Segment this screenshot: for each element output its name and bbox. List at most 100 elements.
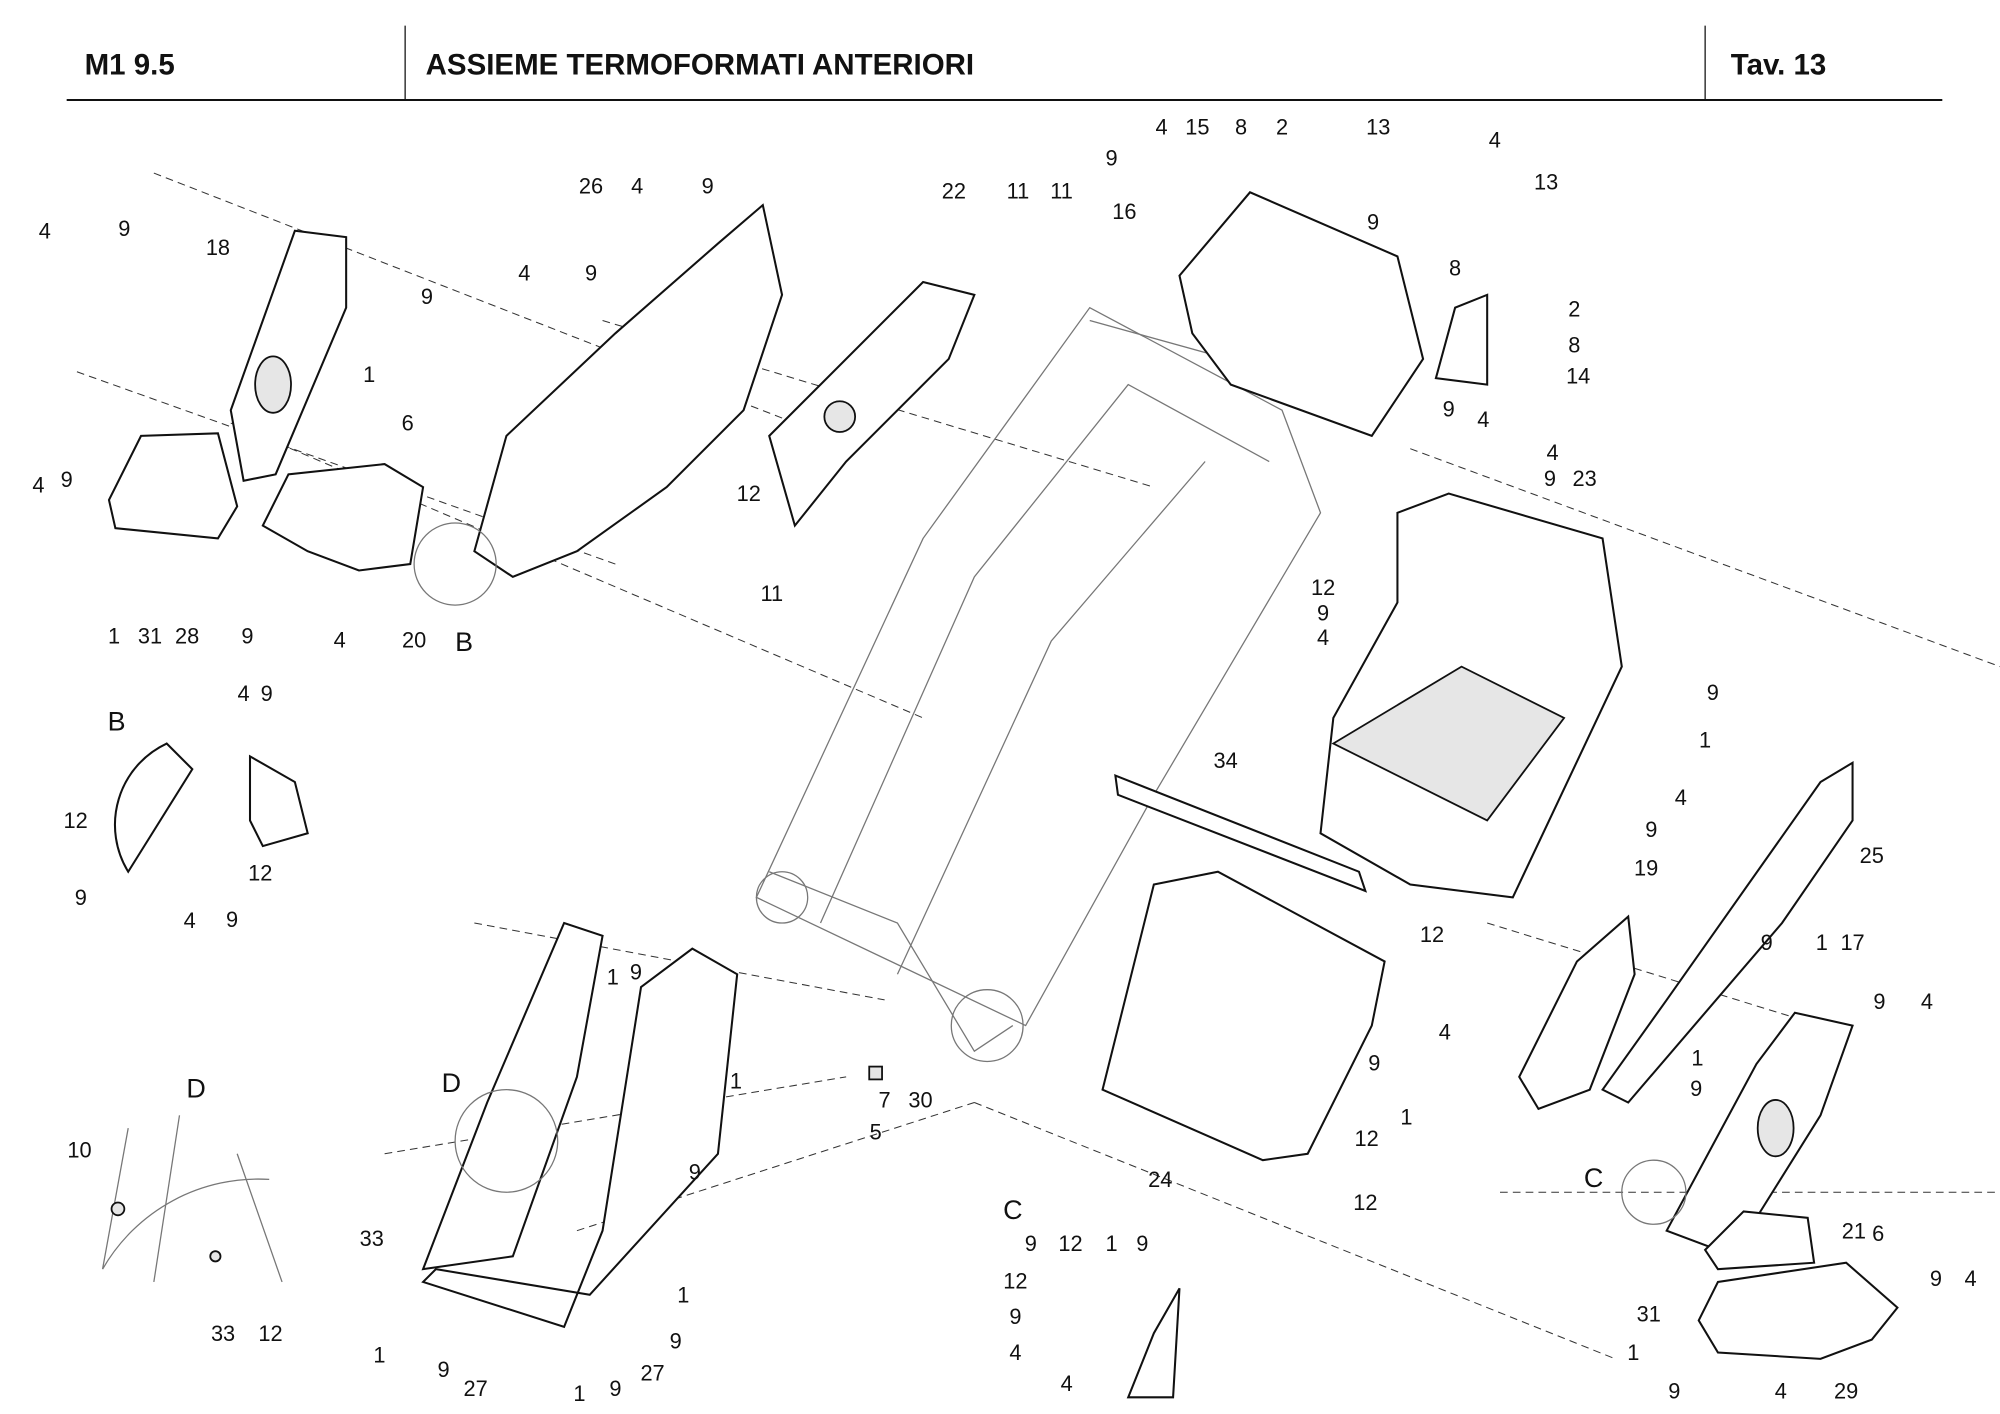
callout-number: 4 bbox=[32, 472, 44, 497]
callout-number: 4 bbox=[518, 261, 530, 286]
callout-number: 14 bbox=[1566, 363, 1590, 388]
callout-number: 9 bbox=[438, 1357, 450, 1382]
callout-number: 8 bbox=[1568, 333, 1580, 358]
callout-number: 1 bbox=[573, 1381, 585, 1406]
detail-label: B bbox=[455, 627, 473, 657]
detail-b bbox=[114, 742, 309, 874]
callout-number: 9 bbox=[1707, 680, 1719, 705]
callout-number: 25 bbox=[1860, 843, 1884, 868]
callout-number: 12 bbox=[64, 808, 88, 833]
part-29 bbox=[1697, 1261, 1899, 1360]
callout-number: 1 bbox=[373, 1343, 385, 1368]
callout-number: 12 bbox=[1355, 1126, 1379, 1151]
callout-number: 11 bbox=[1050, 179, 1073, 204]
callout-number: 9 bbox=[1009, 1304, 1021, 1329]
callout-number: 9 bbox=[118, 216, 130, 241]
callout-number: 9 bbox=[1544, 466, 1556, 491]
table-number: Tav. 13 bbox=[1731, 48, 1827, 81]
callout-number: 5 bbox=[870, 1120, 882, 1145]
callout-number: 1 bbox=[1816, 930, 1828, 955]
callout-number: 4 bbox=[1061, 1371, 1073, 1396]
callout-number: 9 bbox=[1136, 1231, 1148, 1256]
detail-d-marker bbox=[454, 1089, 559, 1193]
callout-number: 12 bbox=[1058, 1231, 1082, 1256]
callout-number: 9 bbox=[226, 907, 238, 932]
callout-number: 4 bbox=[1009, 1340, 1021, 1365]
callout-number: 19 bbox=[1634, 856, 1658, 881]
callout-number: 31 bbox=[138, 624, 162, 649]
callout-number: 9 bbox=[1873, 989, 1885, 1014]
callout-number: 9 bbox=[689, 1159, 701, 1184]
title-block: M1 9.5 ASSIEME TERMOFORMATI ANTERIORI Ta… bbox=[66, 25, 1943, 102]
callout-number: 4 bbox=[1547, 440, 1559, 465]
callout-number: 4 bbox=[1477, 407, 1489, 432]
callout-number: 12 bbox=[1311, 575, 1335, 600]
callout-number: 17 bbox=[1840, 930, 1864, 955]
callout-number: 4 bbox=[334, 627, 346, 652]
detail-label: C bbox=[1003, 1195, 1022, 1225]
detail-label: B bbox=[108, 707, 126, 737]
callout-number: 9 bbox=[421, 284, 433, 309]
callout-number: 9 bbox=[75, 885, 87, 910]
callout-number: 20 bbox=[402, 627, 426, 652]
callout-number: 9 bbox=[1317, 600, 1329, 625]
callout-number: 9 bbox=[1668, 1379, 1680, 1404]
callout-number: 9 bbox=[609, 1376, 621, 1401]
callout-number: 30 bbox=[908, 1088, 932, 1113]
callout-number: 12 bbox=[737, 481, 761, 506]
callout-number: 1 bbox=[1400, 1104, 1412, 1129]
callout-number: 1 bbox=[730, 1068, 742, 1093]
part-18 bbox=[229, 229, 348, 482]
callout-number: 31 bbox=[1637, 1302, 1661, 1327]
part-28 bbox=[107, 432, 239, 540]
callout-number: 9 bbox=[1025, 1231, 1037, 1256]
callout-number: 27 bbox=[464, 1376, 488, 1401]
callout-number: 33 bbox=[360, 1226, 384, 1251]
callout-number: 9 bbox=[1761, 930, 1773, 955]
callout-number: 7 bbox=[879, 1088, 891, 1113]
callout-number: 9 bbox=[61, 467, 73, 492]
callout-number: 11 bbox=[1007, 179, 1030, 204]
callout-number: 9 bbox=[630, 959, 642, 984]
callout-number: 34 bbox=[1214, 748, 1238, 773]
callout-number: 28 bbox=[175, 624, 199, 649]
callout-number: 1 bbox=[677, 1282, 689, 1307]
callout-number: 12 bbox=[258, 1321, 282, 1346]
callout-number: 4 bbox=[1775, 1379, 1787, 1404]
callout-number: 10 bbox=[67, 1138, 91, 1163]
callout-number: 9 bbox=[1443, 397, 1455, 422]
detail-d bbox=[101, 1115, 283, 1283]
callout-number: 1 bbox=[1627, 1340, 1639, 1365]
part-27 bbox=[421, 947, 739, 1329]
callout-number: 13 bbox=[1534, 170, 1558, 195]
callout-number: 9 bbox=[261, 681, 273, 706]
callout-number: 15 bbox=[1185, 115, 1209, 140]
callout-number: 21 bbox=[1842, 1218, 1866, 1243]
part-26 bbox=[473, 203, 784, 579]
callout-number: 12 bbox=[1353, 1190, 1377, 1215]
callout-number: 16 bbox=[1112, 199, 1136, 224]
callout-number: 24 bbox=[1148, 1167, 1172, 1192]
callout-number: 1 bbox=[1691, 1045, 1703, 1070]
part-25 bbox=[1601, 760, 1854, 1104]
detail-label: D bbox=[442, 1068, 461, 1098]
callout-number: 12 bbox=[248, 861, 272, 886]
callout-number: 4 bbox=[1921, 989, 1933, 1014]
callout-number: 9 bbox=[1690, 1076, 1702, 1101]
callout-number: 4 bbox=[1439, 1020, 1451, 1045]
callout-number: 4 bbox=[631, 174, 643, 199]
page-title: ASSIEME TERMOFORMATI ANTERIORI bbox=[426, 48, 974, 81]
callout-number: 18 bbox=[206, 235, 230, 260]
callout-number: 2 bbox=[1568, 297, 1580, 322]
part-19 bbox=[1518, 914, 1636, 1111]
model-code: M1 9.5 bbox=[85, 48, 175, 81]
callout-number: 9 bbox=[1367, 209, 1379, 234]
callout-number: 33 bbox=[211, 1321, 235, 1346]
callout-number: 9 bbox=[670, 1329, 682, 1354]
callout-number: 9 bbox=[1930, 1266, 1942, 1291]
detail-label: C bbox=[1584, 1163, 1603, 1193]
detail-c bbox=[1126, 1287, 1181, 1399]
callout-number: 1 bbox=[363, 362, 375, 387]
